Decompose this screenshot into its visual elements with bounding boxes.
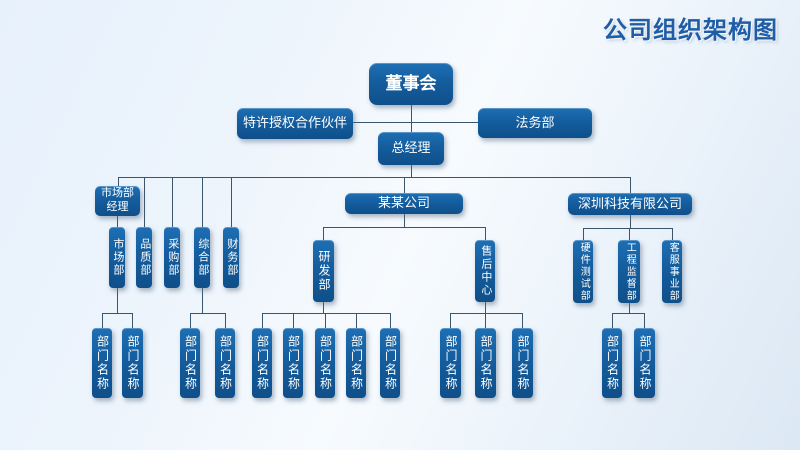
connector-line bbox=[411, 165, 412, 177]
org-node-dept-name-3: 部门名称 bbox=[180, 328, 200, 398]
connector-line bbox=[404, 213, 405, 227]
connector-line bbox=[411, 105, 412, 132]
connector-line bbox=[672, 228, 673, 240]
org-node-dept-name-5: 部门名称 bbox=[252, 328, 272, 398]
org-node-dept-name-13: 部门名称 bbox=[602, 328, 622, 398]
connector-line bbox=[202, 177, 203, 227]
org-node-rnd-dept: 研发部 bbox=[313, 240, 334, 302]
connector-line bbox=[485, 302, 486, 313]
connector-line bbox=[390, 313, 391, 328]
org-node-procurement-dept: 采购部 bbox=[164, 227, 180, 288]
org-node-board: 董事会 bbox=[369, 63, 453, 105]
connector-line bbox=[144, 177, 145, 227]
connector-line bbox=[450, 313, 451, 328]
connector-line bbox=[102, 313, 132, 314]
connector-line bbox=[202, 288, 203, 313]
connector-line bbox=[522, 313, 523, 328]
connector-line bbox=[450, 313, 522, 314]
connector-line bbox=[117, 216, 118, 227]
org-node-dept-name-9: 部门名称 bbox=[380, 328, 400, 398]
connector-line bbox=[629, 228, 630, 240]
org-node-shenzhen-tech-company: 深圳科技有限公司 bbox=[568, 193, 692, 215]
connector-line bbox=[353, 122, 478, 123]
connector-line bbox=[630, 177, 631, 193]
org-node-dept-name-2: 部门名称 bbox=[122, 328, 143, 398]
connector-line bbox=[118, 177, 119, 188]
org-node-general-affairs-dept: 综合部 bbox=[194, 227, 210, 288]
org-node-marketing-manager: 市场部 经理 bbox=[95, 186, 140, 216]
connector-line bbox=[225, 313, 226, 328]
connector-line bbox=[583, 228, 584, 240]
connector-line bbox=[644, 313, 645, 328]
connector-line bbox=[323, 227, 324, 240]
org-node-marketing-dept: 市场部 bbox=[109, 227, 125, 288]
connector-line bbox=[325, 313, 326, 328]
org-node-after-sales-center: 售后中心 bbox=[475, 240, 495, 302]
org-node-customer-service-division: 客服事业部 bbox=[662, 240, 682, 303]
connector-line bbox=[356, 313, 357, 328]
connector-line bbox=[612, 313, 644, 314]
connector-line bbox=[404, 177, 405, 193]
org-node-finance-dept: 财务部 bbox=[223, 227, 239, 288]
org-node-dept-name-10: 部门名称 bbox=[440, 328, 461, 398]
connector-line bbox=[612, 313, 613, 328]
connector-line bbox=[629, 303, 630, 313]
connector-line bbox=[231, 177, 232, 227]
org-node-dept-name-6: 部门名称 bbox=[283, 328, 303, 398]
connector-line bbox=[190, 313, 191, 328]
org-node-dept-name-8: 部门名称 bbox=[346, 328, 366, 398]
connector-line bbox=[583, 228, 672, 229]
connector-line bbox=[293, 313, 294, 328]
connector-line bbox=[172, 177, 173, 227]
connector-line bbox=[132, 313, 133, 328]
org-node-dept-name-4: 部门名称 bbox=[215, 328, 235, 398]
org-node-engineering-supervision: 工程监督部 bbox=[618, 240, 640, 303]
connector-line bbox=[323, 227, 485, 228]
connector-line bbox=[485, 313, 486, 328]
org-node-dept-name-14: 部门名称 bbox=[634, 328, 655, 398]
connector-line bbox=[262, 313, 390, 314]
connector-line bbox=[118, 177, 630, 178]
connector-line bbox=[630, 215, 631, 228]
org-node-legal-dept: 法务部 bbox=[478, 108, 592, 138]
connector-line bbox=[102, 313, 103, 328]
org-node-dept-name-11: 部门名称 bbox=[475, 328, 496, 398]
org-node-quality-dept: 品质部 bbox=[136, 227, 152, 288]
page-title: 公司组织架构图 bbox=[603, 17, 778, 44]
org-node-company-a: 某某公司 bbox=[345, 193, 463, 214]
org-node-dept-name-7: 部门名称 bbox=[315, 328, 335, 398]
connector-line bbox=[190, 313, 225, 314]
connector-line bbox=[323, 302, 324, 313]
connector-line bbox=[262, 313, 263, 328]
org-node-general-manager: 总经理 bbox=[378, 132, 444, 165]
org-node-dept-name-1: 部门名称 bbox=[92, 328, 112, 398]
org-node-franchise-partner: 特许授权合作伙伴 bbox=[237, 108, 353, 139]
org-node-dept-name-12: 部门名称 bbox=[512, 328, 533, 398]
connector-line bbox=[485, 227, 486, 240]
org-node-hardware-test-dept: 硬件测试部 bbox=[573, 240, 593, 303]
connector-line bbox=[117, 288, 118, 313]
